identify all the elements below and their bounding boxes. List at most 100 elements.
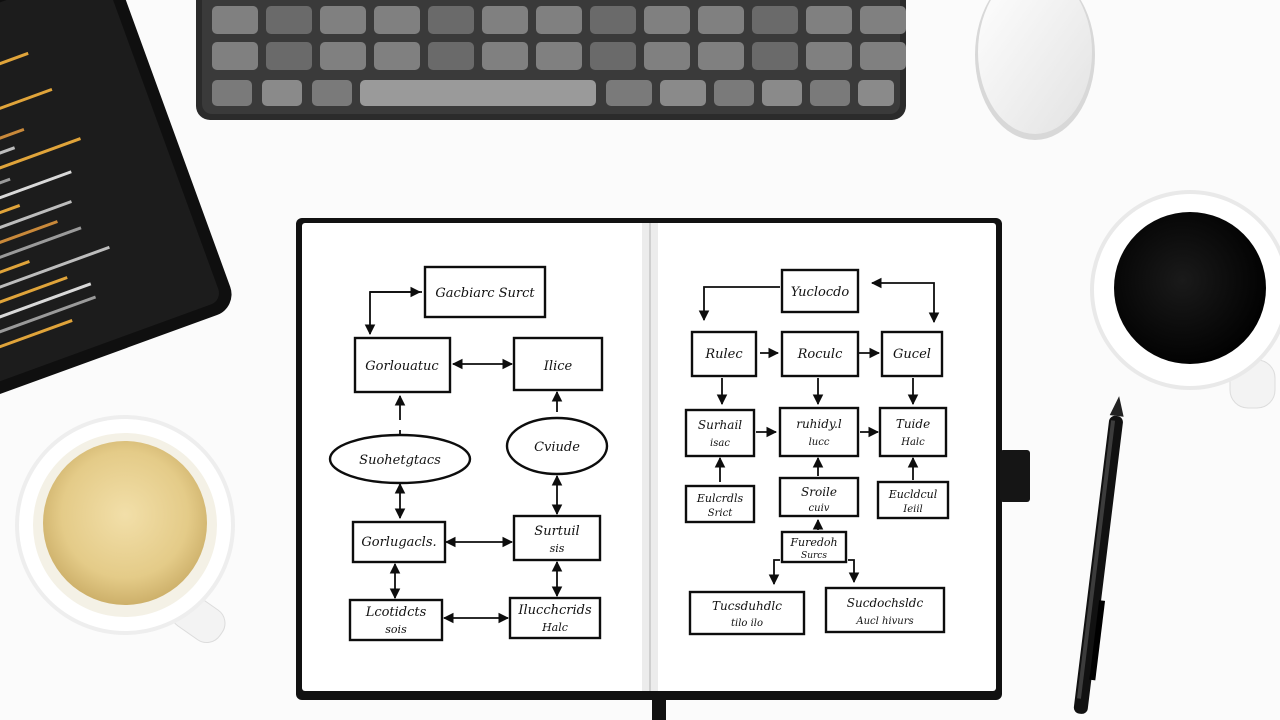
box-sublabel: Ieiil	[902, 504, 922, 515]
keyboard-key	[320, 42, 366, 70]
pen	[1073, 396, 1124, 714]
box-label: Yuclocdo	[791, 285, 850, 300]
box-label: Gorlouatuc	[365, 359, 439, 374]
box-label: Surhail	[698, 418, 742, 432]
box-sublabel: Surcs	[801, 551, 827, 561]
flow-box: Gacbiarc Surct	[423, 265, 547, 319]
keyboard-key	[660, 80, 706, 106]
coffee-cup	[1090, 190, 1280, 409]
box-label: Roculc	[797, 347, 843, 362]
box-label: Furedoh	[789, 536, 837, 549]
flow-box: Furedoh Surcs	[780, 530, 848, 564]
keyboard-key	[762, 80, 802, 106]
flow-box: Sucdochsldc Aucl hivurs	[824, 586, 946, 634]
keyboard-key	[266, 6, 312, 34]
flow-oval: Suohetgtacs	[328, 433, 472, 485]
keyboard-key	[212, 6, 258, 34]
keyboard-key	[266, 42, 312, 70]
flow-box: ruhidy.l lucc	[778, 406, 860, 458]
box-sublabel: Aucl hivurs	[855, 616, 913, 627]
latte-cup	[15, 415, 235, 644]
keyboard-key	[698, 6, 744, 34]
box-sublabel: lucc	[809, 437, 830, 448]
keyboard-key	[860, 6, 906, 34]
keyboard-key	[806, 42, 852, 70]
box-sublabel: Srict	[708, 508, 733, 519]
flow-box: Gucel	[880, 330, 944, 378]
box-label: Sroile	[801, 485, 837, 499]
box-sublabel: Halc	[900, 437, 925, 448]
keyboard-key	[698, 42, 744, 70]
box-sublabel: sis	[550, 542, 565, 555]
box-label: Eulcrdls	[696, 492, 744, 505]
flow-box: Eulcrdls Srict	[684, 484, 756, 524]
left-flowchart: Gacbiarc Surct Gorlouatuc Ilice Suohetgt…	[328, 265, 609, 642]
keyboard-key	[374, 42, 420, 70]
oval-label: Suohetgtacs	[359, 453, 441, 468]
keyboard-key	[482, 6, 528, 34]
keyboard-key	[428, 6, 474, 34]
flow-box: Sroile cuiv	[778, 476, 860, 518]
box-label: Ilucchcrids	[517, 603, 592, 618]
tablet-code-lines	[0, 51, 110, 353]
box-label: Sucdochsldc	[847, 596, 924, 610]
keyboard-key	[428, 42, 474, 70]
flow-box: Ilucchcrids Halc	[508, 596, 602, 640]
flow-oval: Cviude	[505, 416, 609, 476]
keyboard-key	[858, 80, 894, 106]
keyboard-key	[644, 6, 690, 34]
keyboard-key	[360, 80, 596, 106]
flow-box: Rulec	[690, 330, 758, 378]
box-label: Ilice	[543, 359, 573, 374]
keyboard-key	[860, 42, 906, 70]
keyboard-key	[714, 80, 754, 106]
keyboard-key	[536, 42, 582, 70]
keyboard-key	[806, 6, 852, 34]
keyboard-key	[590, 6, 636, 34]
box-sublabel: sois	[385, 623, 407, 636]
box-label: Surtuil	[534, 524, 579, 539]
flow-box: Surtuil sis	[512, 514, 602, 562]
keyboard-key	[482, 42, 528, 70]
keyboard-key	[752, 42, 798, 70]
flow-box: Surhail isac	[684, 408, 756, 458]
flow-box: Eucldcul Ieiil	[876, 480, 950, 520]
keyboard-key	[320, 6, 366, 34]
box-label: ruhidy.l	[796, 417, 842, 431]
box-sublabel: tilo ilo	[731, 618, 763, 629]
box-label: Gacbiarc Surct	[435, 286, 535, 301]
keyboard-key	[644, 42, 690, 70]
right-flowchart: Yuclocdo Rulec Roculc Gucel Surhail isac…	[684, 268, 950, 636]
box-label: Lcotidcts	[365, 605, 427, 620]
keyboard-key	[606, 80, 652, 106]
flow-box: Roculc	[780, 330, 860, 378]
box-label: Gorlugacls.	[361, 535, 436, 550]
tablet	[0, 0, 232, 404]
oval-label: Cviude	[534, 440, 580, 455]
flow-box: Lcotidcts sois	[348, 598, 444, 642]
keyboard	[196, 0, 906, 120]
box-sublabel: cuiv	[809, 503, 830, 514]
keyboard-key	[374, 6, 420, 34]
flow-box: Tuide Halc	[878, 406, 948, 458]
keyboard-key	[312, 80, 352, 106]
keyboard-key	[590, 42, 636, 70]
box-label: Gucel	[893, 347, 931, 362]
keyboard-key	[212, 80, 252, 106]
box-label: Tuide	[896, 417, 930, 431]
box-sublabel: Halc	[541, 621, 568, 634]
box-label: Rulec	[704, 347, 743, 362]
box-label: Tucsduhdlc	[712, 599, 782, 613]
keyboard-key	[262, 80, 302, 106]
keyboard-key	[536, 6, 582, 34]
mouse	[975, 0, 1095, 140]
keyboard-key	[752, 6, 798, 34]
flow-box: Gorlouatuc	[353, 336, 452, 394]
box-sublabel: isac	[710, 438, 730, 449]
flow-box: Gorlugacls.	[351, 520, 447, 564]
flow-box: Ilice	[512, 336, 604, 392]
keyboard-key	[212, 42, 258, 70]
keyboard-keys	[212, 6, 906, 106]
box-label: Eucldcul	[888, 488, 938, 501]
